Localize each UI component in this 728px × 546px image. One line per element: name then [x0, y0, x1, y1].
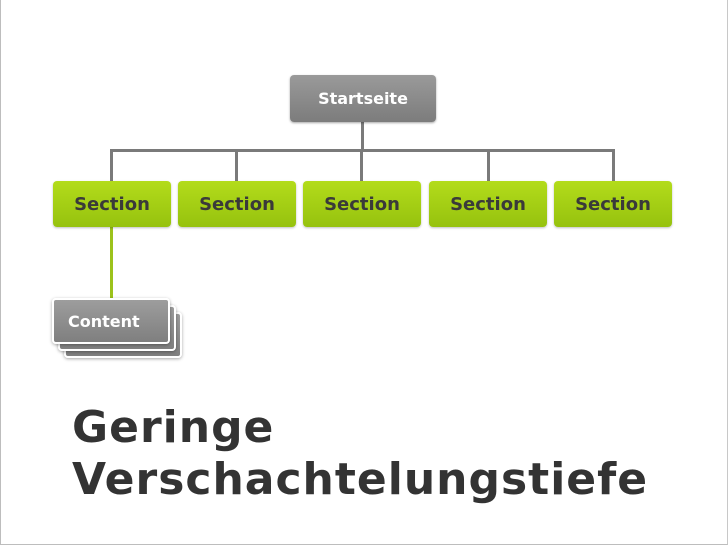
root-connector: [361, 122, 364, 152]
section-node-3: Section: [303, 181, 421, 227]
content-connector: [110, 227, 113, 298]
section-connector-5: [612, 149, 615, 181]
slide-title-line-2: Verschachtelungstiefe: [72, 454, 649, 505]
section-node-5: Section: [554, 181, 672, 227]
section-connector-3: [360, 149, 363, 181]
section-node-2: Section: [178, 181, 296, 227]
section-connector-2: [235, 149, 238, 181]
slide-title: Geringe Verschachtelungstiefe: [72, 402, 712, 506]
slide-title-line-1: Geringe: [72, 402, 275, 453]
root-node-startseite: Startseite: [290, 75, 436, 122]
content-node: Content: [52, 298, 170, 344]
section-node-4: Section: [429, 181, 547, 227]
section-connector-4: [487, 149, 490, 181]
section-node-1: Section: [53, 181, 171, 227]
section-connector-1: [110, 149, 113, 181]
content-stack: Content: [52, 298, 192, 362]
